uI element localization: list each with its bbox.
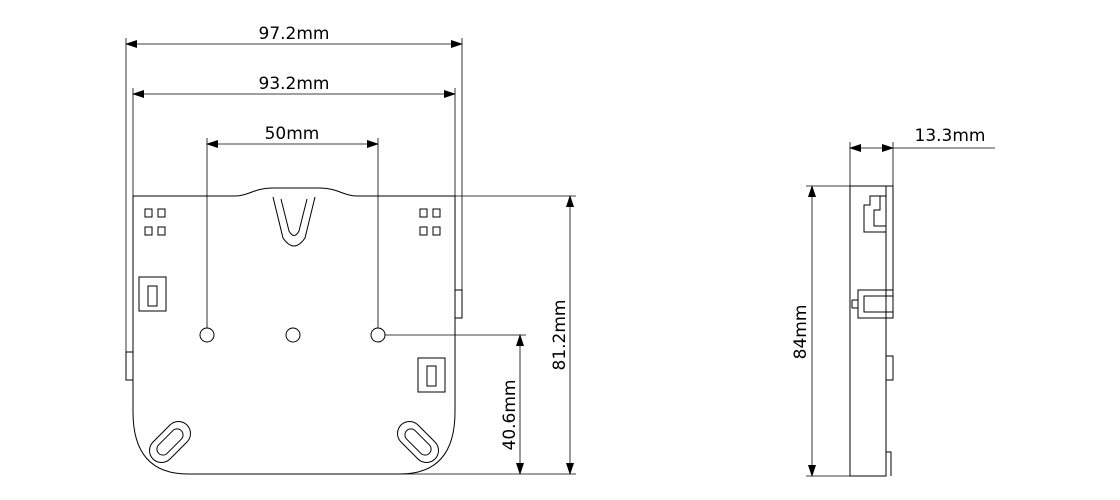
front-dimensions: 97.2mm 93.2mm 50mm 81.2mm 40.6mm	[125, 24, 576, 475]
dim-side-height: 84mm	[791, 305, 811, 360]
mounting-hole-right	[370, 327, 386, 343]
dim-total-height: 81.2mm	[550, 300, 570, 371]
side-view	[849, 185, 894, 477]
dim-outer-width: 97.2mm	[259, 24, 330, 44]
front-outline	[132, 187, 456, 475]
bottom-slot-right	[397, 421, 439, 463]
mounting-hole-center	[285, 327, 301, 343]
front-view	[125, 187, 463, 475]
dim-side-depth: 13.3mm	[915, 126, 986, 146]
dim-inner-width: 93.2mm	[259, 74, 330, 94]
left-notch	[125, 351, 134, 381]
latch-right	[417, 357, 446, 393]
dim-hole-height: 40.6mm	[500, 380, 520, 451]
bottom-slot-left	[149, 421, 191, 463]
side-body	[849, 185, 887, 477]
hook-slot	[272, 196, 316, 247]
hook-slot-inner	[280, 198, 308, 236]
dim-hole-spacing: 50mm	[265, 124, 320, 144]
vent-left	[144, 208, 166, 236]
vent-right	[419, 208, 441, 236]
latch-left	[138, 276, 167, 312]
right-notch	[454, 289, 463, 319]
side-dimensions: 13.3mm 84mm	[791, 126, 995, 477]
mounting-hole-left	[199, 327, 215, 343]
